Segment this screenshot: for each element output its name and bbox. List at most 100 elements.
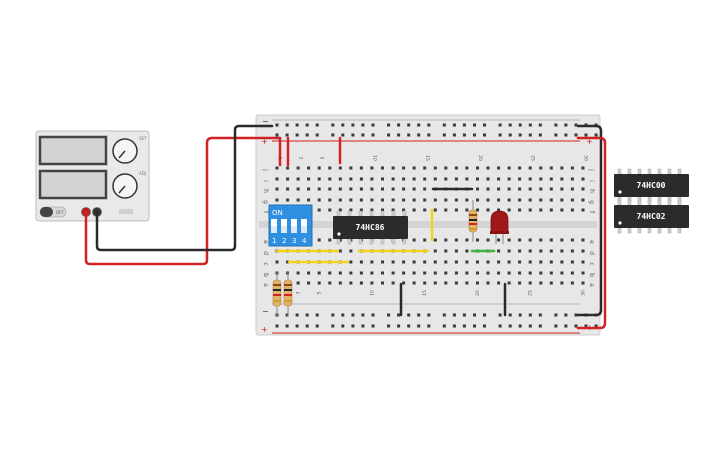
breadboard-hole[interactable]	[549, 198, 553, 202]
breadboard-hole[interactable]	[497, 198, 501, 202]
breadboard-hole[interactable]	[518, 177, 522, 181]
power-toggle-button[interactable]: OFF	[39, 206, 67, 218]
breadboard-hole[interactable]	[518, 313, 522, 317]
breadboard-hole[interactable]	[341, 133, 345, 137]
breadboard-hole[interactable]	[498, 123, 502, 127]
breadboard-hole[interactable]	[286, 198, 290, 202]
breadboard-hole[interactable]	[444, 198, 448, 202]
breadboard-hole[interactable]	[412, 208, 416, 212]
breadboard-hole[interactable]	[286, 177, 290, 181]
breadboard-hole[interactable]	[349, 208, 353, 212]
breadboard-hole[interactable]	[351, 324, 355, 328]
breadboard-hole[interactable]	[397, 133, 401, 137]
breadboard-hole[interactable]	[473, 313, 476, 317]
breadboard-hole[interactable]	[539, 177, 543, 181]
breadboard-hole[interactable]	[560, 271, 564, 275]
breadboard-hole[interactable]	[427, 123, 431, 127]
breadboard-hole[interactable]	[444, 281, 448, 285]
breadboard-hole[interactable]	[570, 260, 574, 264]
breadboard-hole[interactable]	[349, 187, 353, 191]
breadboard-hole[interactable]	[528, 313, 532, 317]
breadboard-hole[interactable]	[560, 177, 564, 181]
breadboard-hole[interactable]	[581, 208, 585, 212]
breadboard-hole[interactable]	[560, 187, 564, 191]
breadboard-hole[interactable]	[539, 166, 543, 170]
breadboard-hole[interactable]	[454, 198, 458, 202]
breadboard-hole[interactable]	[275, 198, 279, 202]
breadboard-hole[interactable]	[507, 166, 511, 170]
breadboard-hole[interactable]	[317, 271, 321, 275]
breadboard-hole[interactable]	[454, 260, 458, 264]
breadboard-hole[interactable]	[381, 281, 384, 285]
breadboard-hole[interactable]	[564, 313, 568, 317]
breadboard-hole[interactable]	[286, 260, 290, 264]
breadboard-hole[interactable]	[331, 324, 335, 328]
breadboard-hole[interactable]	[574, 324, 578, 328]
breadboard-hole[interactable]	[444, 238, 448, 242]
breadboard-hole[interactable]	[295, 324, 299, 328]
breadboard-hole[interactable]	[275, 177, 279, 181]
breadboard-hole[interactable]	[476, 271, 479, 275]
breadboard-hole[interactable]	[349, 260, 353, 264]
breadboard-hole[interactable]	[538, 123, 542, 127]
breadboard-hole[interactable]	[296, 177, 300, 181]
breadboard-hole[interactable]	[476, 238, 479, 242]
breadboard-hole[interactable]	[307, 281, 311, 285]
breadboard-hole[interactable]	[423, 281, 427, 285]
breadboard-hole[interactable]	[338, 281, 342, 285]
breadboard-hole[interactable]	[518, 260, 522, 264]
breadboard-hole[interactable]	[412, 260, 416, 264]
breadboard-hole[interactable]	[486, 208, 490, 212]
breadboard-hole[interactable]	[507, 198, 511, 202]
breadboard-hole[interactable]	[486, 177, 490, 181]
breadboard-hole[interactable]	[570, 187, 574, 191]
breadboard-hole[interactable]	[370, 198, 374, 202]
breadboard-hole[interactable]	[402, 166, 406, 170]
breadboard-hole[interactable]	[498, 133, 502, 137]
breadboard-hole[interactable]	[574, 133, 578, 137]
breadboard-hole[interactable]	[331, 313, 335, 317]
wire-red-supply[interactable]	[84, 136, 282, 266]
breadboard-hole[interactable]	[423, 187, 427, 191]
breadboard-hole[interactable]	[387, 313, 391, 317]
breadboard-hole[interactable]	[508, 313, 512, 317]
breadboard-hole[interactable]	[518, 123, 522, 127]
breadboard-hole[interactable]	[507, 208, 511, 212]
breadboard-hole[interactable]	[483, 133, 486, 137]
breadboard-hole[interactable]	[486, 281, 490, 285]
resistor[interactable]	[283, 271, 293, 316]
breadboard-hole[interactable]	[412, 281, 416, 285]
breadboard-hole[interactable]	[370, 281, 374, 285]
breadboard-hole[interactable]	[570, 166, 574, 170]
breadboard-hole[interactable]	[402, 187, 406, 191]
breadboard-hole[interactable]	[349, 271, 353, 275]
breadboard-hole[interactable]	[417, 324, 421, 328]
breadboard-hole[interactable]	[286, 187, 290, 191]
breadboard-hole[interactable]	[387, 123, 391, 127]
breadboard-hole[interactable]	[498, 313, 502, 317]
breadboard-hole[interactable]	[317, 238, 321, 242]
breadboard-hole[interactable]	[317, 281, 321, 285]
breadboard-hole[interactable]	[349, 177, 353, 181]
breadboard-hole[interactable]	[359, 177, 363, 181]
breadboard-hole[interactable]	[454, 249, 458, 253]
breadboard-hole[interactable]	[549, 281, 553, 285]
breadboard-hole[interactable]	[444, 260, 448, 264]
breadboard-hole[interactable]	[433, 260, 437, 264]
breadboard-hole[interactable]	[538, 133, 542, 137]
breadboard-hole[interactable]	[508, 133, 512, 137]
breadboard-hole[interactable]	[564, 133, 568, 137]
breadboard-hole[interactable]	[433, 249, 437, 253]
breadboard-hole[interactable]	[402, 198, 406, 202]
breadboard-hole[interactable]	[407, 133, 411, 137]
breadboard-hole[interactable]	[305, 324, 309, 328]
breadboard-hole[interactable]	[528, 123, 532, 127]
breadboard-hole[interactable]	[391, 281, 395, 285]
breadboard-hole[interactable]	[452, 324, 456, 328]
wires[interactable]	[84, 124, 607, 330]
breadboard-hole[interactable]	[338, 249, 342, 253]
breadboard-hole[interactable]	[423, 238, 427, 242]
breadboard-hole[interactable]	[423, 166, 427, 170]
breadboard-hole[interactable]	[371, 324, 375, 328]
